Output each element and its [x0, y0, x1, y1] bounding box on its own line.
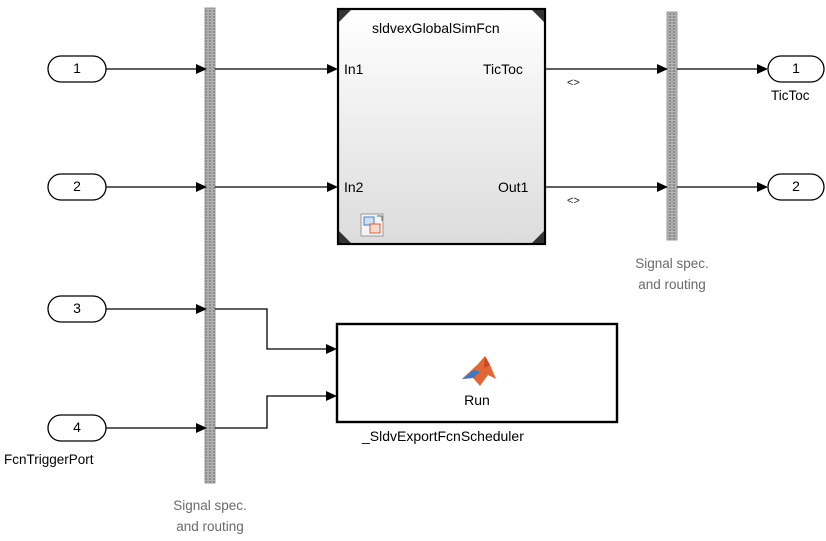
signal-spec-right-line2: and routing: [638, 277, 706, 292]
arrowheads: [196, 64, 768, 433]
inport-4-number: 4: [73, 419, 81, 435]
matlab-function-icon: [462, 356, 496, 386]
subsystem-output-2: Out1: [498, 179, 529, 195]
subsystem-input-2: In2: [344, 179, 364, 195]
outport-2-number: 2: [792, 178, 800, 194]
inport-4-name: FcnTriggerPort: [4, 452, 94, 467]
signal-spec-left-line1: Signal spec.: [173, 498, 247, 513]
signal-property-1: <>: [567, 77, 580, 89]
variant-subsystem-icon: [360, 213, 384, 237]
subsystem-input-1: In1: [344, 61, 364, 77]
signal-property-2: <>: [567, 195, 580, 207]
inport-1-number: 1: [73, 60, 81, 76]
subsystem-name: sldvexGlobalSimFcn: [372, 20, 500, 36]
scheduler-name: _SldvExportFcnScheduler: [362, 428, 524, 444]
outport-1-name: TicToc: [771, 88, 810, 103]
scheduler-label: Run: [464, 392, 490, 408]
outport-1-number: 1: [792, 60, 800, 76]
signal-spec-bar-right[interactable]: [666, 11, 678, 241]
signal-spec-left-label: Signal spec. and routing: [150, 495, 270, 537]
subsystem-output-1: TicToc: [483, 61, 523, 77]
signal-spec-bar-left[interactable]: [204, 7, 216, 484]
signal-spec-left-line2: and routing: [176, 519, 244, 534]
inport-2-number: 2: [73, 178, 81, 194]
signal-spec-right-line1: Signal spec.: [635, 256, 709, 271]
signal-spec-right-label: Signal spec. and routing: [612, 253, 732, 295]
subsystem-block[interactable]: [336, 7, 547, 246]
signal-lines: [106, 68, 758, 429]
inport-3-number: 3: [73, 300, 81, 316]
